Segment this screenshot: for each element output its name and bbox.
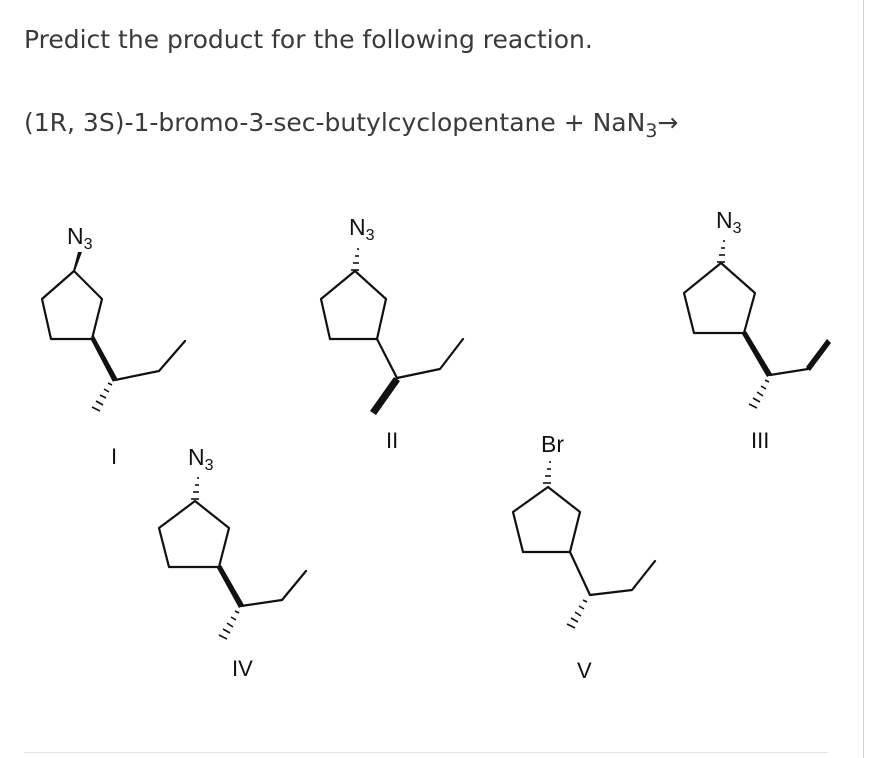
hashed-bond — [543, 461, 551, 484]
wedge-bond — [73, 252, 82, 271]
hashed-bond — [91, 382, 113, 412]
alkyl-chain — [568, 550, 657, 597]
structure-iii-substituent: N — [716, 207, 733, 233]
bottom-divider — [24, 752, 828, 753]
cyclopentane-ring — [40, 269, 104, 341]
structure-iv[interactable]: N3 IV — [157, 444, 308, 681]
structure-i-subscript: 3 — [84, 236, 93, 253]
structure-iv-substituent: N — [188, 444, 205, 470]
structure-ii[interactable]: N3 II — [319, 214, 465, 453]
cyclopentane-ring — [511, 485, 582, 554]
wedge-bond — [217, 565, 244, 608]
structure-v-substituent: Br — [541, 431, 564, 457]
structure-i-label: I — [111, 444, 117, 469]
hashed-bond — [351, 248, 359, 271]
hashed-bond — [218, 610, 240, 640]
reaction-arrow-icon: → — [657, 108, 679, 137]
wedge-bond — [91, 336, 117, 382]
wedge-bond — [742, 331, 772, 377]
structure-iii-label: III — [751, 428, 769, 453]
structure-ii-label: II — [386, 428, 398, 453]
structure-i-substituent: N — [67, 223, 84, 249]
reaction-reactants: (1R, 3S)-1-bromo-3-sec-butylcyclopentane… — [24, 108, 646, 137]
reaction-equation: (1R, 3S)-1-bromo-3-sec-butylcyclopentane… — [24, 107, 679, 142]
structure-v-label: V — [577, 658, 592, 683]
cyclopentane-ring — [157, 499, 231, 569]
structure-ii-substituent: N — [349, 214, 366, 240]
hashed-bond — [566, 599, 588, 629]
hashed-bond — [748, 379, 770, 409]
alkyl-chain — [375, 337, 465, 380]
wedge-bond — [806, 339, 831, 371]
question-text: Predict the product for the following re… — [24, 25, 593, 54]
cyclopentane-ring — [319, 269, 388, 341]
svg-text:N3: N3 — [716, 207, 742, 237]
structure-iii[interactable]: N3 III — [682, 207, 831, 453]
structure-iv-subscript: 3 — [205, 457, 214, 474]
structure-iv-label: IV — [232, 656, 253, 681]
cyclopentane-ring — [682, 261, 757, 335]
hashed-bond — [191, 477, 199, 500]
wedge-bond — [370, 377, 400, 415]
alkyl-chain — [239, 569, 308, 608]
structure-v[interactable]: Br V — [511, 431, 657, 683]
alkyl-chain — [113, 339, 187, 382]
structure-ii-subscript: 3 — [366, 227, 375, 244]
structure-i[interactable]: N3 I — [40, 223, 187, 469]
svg-text:N3: N3 — [188, 444, 214, 474]
alkyl-chain — [768, 367, 810, 377]
right-border — [863, 0, 864, 758]
svg-text:N3: N3 — [349, 214, 375, 244]
reaction-subscript: 3 — [645, 120, 658, 142]
hashed-bond — [717, 240, 725, 263]
structure-iii-subscript: 3 — [733, 220, 742, 237]
svg-text:N3: N3 — [67, 223, 93, 253]
